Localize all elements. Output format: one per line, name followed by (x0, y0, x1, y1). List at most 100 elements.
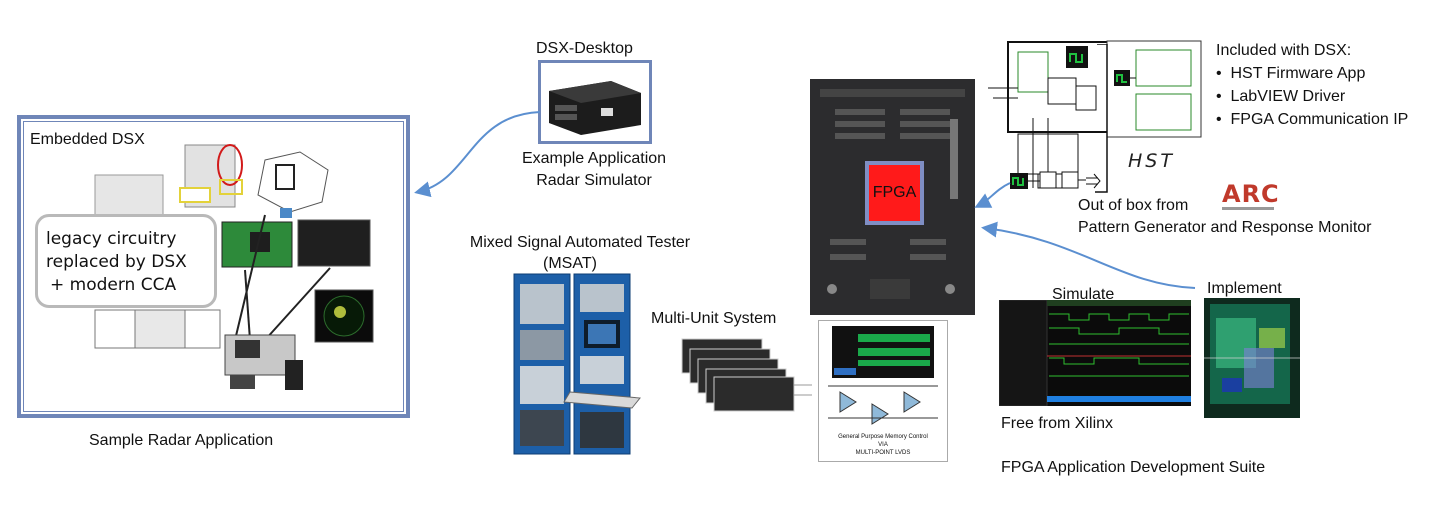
rack-monitor-screen (588, 324, 616, 344)
implementation-layout-screenshot (1204, 298, 1300, 418)
arrow-suite-to-fpga (981, 221, 1196, 289)
stacked-board (713, 376, 795, 412)
highlight-marker (179, 187, 211, 203)
waveform-glyph (1069, 53, 1083, 63)
legacy-line-2: replaced by DSX (46, 252, 187, 272)
legacy-callout: legacy circuitry replaced by DSX + moder… (35, 214, 217, 308)
circuit-board-sketch (134, 309, 186, 349)
rack-instrument (520, 366, 564, 404)
included-item-2-text: LabVIEW Driver (1230, 88, 1346, 105)
radar-schematic-illustration (94, 144, 374, 390)
hst-block-diagram-secondary (1106, 40, 1202, 138)
radar-target-blip (334, 306, 346, 318)
waveform-glyph (1012, 177, 1024, 186)
rack-instrument (580, 284, 624, 312)
hst-io-diagram (1010, 171, 1101, 189)
blue-marker-icon (280, 208, 292, 218)
waveform-trace (858, 334, 930, 342)
embedded-caption: Sample Radar Application (89, 432, 274, 449)
hst-block (1135, 93, 1192, 131)
impl-region (1244, 348, 1274, 388)
implement-label: Implement (1207, 280, 1282, 297)
radar-device-part (285, 360, 303, 390)
included-heading: Included with DSX: (1216, 42, 1352, 59)
hst-block (1075, 85, 1097, 111)
display-unit-icon (275, 164, 295, 190)
bullet-icon: • (1216, 111, 1222, 128)
included-item-3: • FPGA Communication IP (1216, 111, 1408, 129)
rack-instrument (520, 330, 564, 360)
connector-line (234, 214, 266, 341)
msat-title-line2: (MSAT) (543, 255, 597, 272)
memory-diagram-line2: VIA (878, 442, 888, 448)
board-traces (820, 89, 965, 299)
included-item-2: • LabVIEW Driver (1216, 88, 1345, 106)
desktop-caption-line2: Radar Simulator (536, 172, 652, 189)
sim-bus-highlight (1047, 396, 1191, 402)
multi-unit-label: Multi-Unit System (651, 310, 777, 327)
rack-keyboard-tray (563, 391, 641, 409)
sim-waveforms (1049, 313, 1189, 377)
radar-device-part (235, 340, 260, 358)
hst-connector-line (1095, 44, 1108, 193)
impl-region (1222, 378, 1242, 392)
memory-control-diagram (818, 320, 948, 462)
msat-rack-photo (513, 273, 641, 455)
connector-line (244, 269, 251, 341)
sim-signal-list (999, 300, 1048, 406)
included-item-3-text: FPGA Communication IP (1230, 111, 1409, 128)
desktop-caption-line1: Example Application (521, 150, 667, 167)
included-item-1: • HST Firmware App (1216, 65, 1365, 83)
dsx-desktop-chassis-icon (549, 81, 641, 135)
arc-prefix: Out of box from (1078, 197, 1189, 214)
card-chip (250, 232, 270, 252)
bullet-icon: • (1216, 88, 1222, 105)
hst-block (1039, 171, 1057, 189)
radar-device-part (230, 375, 255, 389)
memory-diagram-line1: General Purpose Memory Control (838, 434, 928, 440)
included-item-1-text: HST Firmware App (1230, 65, 1366, 82)
arrow-hst-to-fpga (974, 182, 1011, 208)
lvds-buffer-symbol (903, 391, 921, 413)
suite-label: FPGA Application Development Suite (1001, 459, 1266, 476)
dsx-desktop-photo (538, 60, 652, 144)
arc-logo: ARC (1222, 180, 1280, 208)
sim-timeline (1047, 300, 1191, 306)
waveform-glyph (1116, 74, 1127, 83)
xilinx-label: Free from Xilinx (1001, 415, 1114, 432)
legacy-line-3: + modern CCA (50, 275, 177, 295)
legacy-line-1: legacy circuitry (46, 229, 177, 249)
arc-line2: Pattern Generator and Response Monitor (1078, 219, 1372, 236)
msat-title-line1: Mixed Signal Automated Tester (469, 234, 691, 251)
simulate-label: Simulate (1052, 286, 1115, 303)
memory-diagram-line3: MULTI-POINT LVDS (855, 450, 911, 456)
lvds-buffer-symbol (839, 391, 857, 413)
hst-panel (1106, 40, 1202, 138)
hst-block (1135, 49, 1192, 87)
dsx-module (297, 219, 371, 267)
hst-block (1017, 51, 1049, 93)
waveform-trace (858, 360, 930, 366)
simulation-waveform-screenshot (999, 300, 1191, 406)
waveform-trace (858, 348, 930, 356)
multi-unit-boards-illustration (681, 338, 812, 412)
highlight-marker (219, 179, 243, 195)
rack-instrument (580, 356, 624, 384)
rack-instrument (520, 410, 564, 446)
circuit-board-sketch (94, 309, 136, 349)
highlight-marker (217, 144, 243, 186)
connector-line (264, 267, 331, 341)
bidirectional-arrow-icon (1086, 173, 1101, 189)
fpga-chip-label: FPGA (869, 165, 920, 221)
rack-instrument (580, 412, 624, 448)
desktop-title: DSX-Desktop (536, 40, 633, 57)
arrow-desktop-to-embedded (414, 111, 541, 198)
lvds-buffer-symbol (871, 403, 889, 425)
hst-label: HST (1128, 150, 1175, 172)
impl-region (1259, 328, 1285, 348)
waveform-highlight (834, 368, 856, 375)
arc-logo-underline (1222, 207, 1274, 210)
embedded-dsx-title: Embedded DSX (30, 131, 145, 148)
rack-instrument (520, 284, 564, 324)
